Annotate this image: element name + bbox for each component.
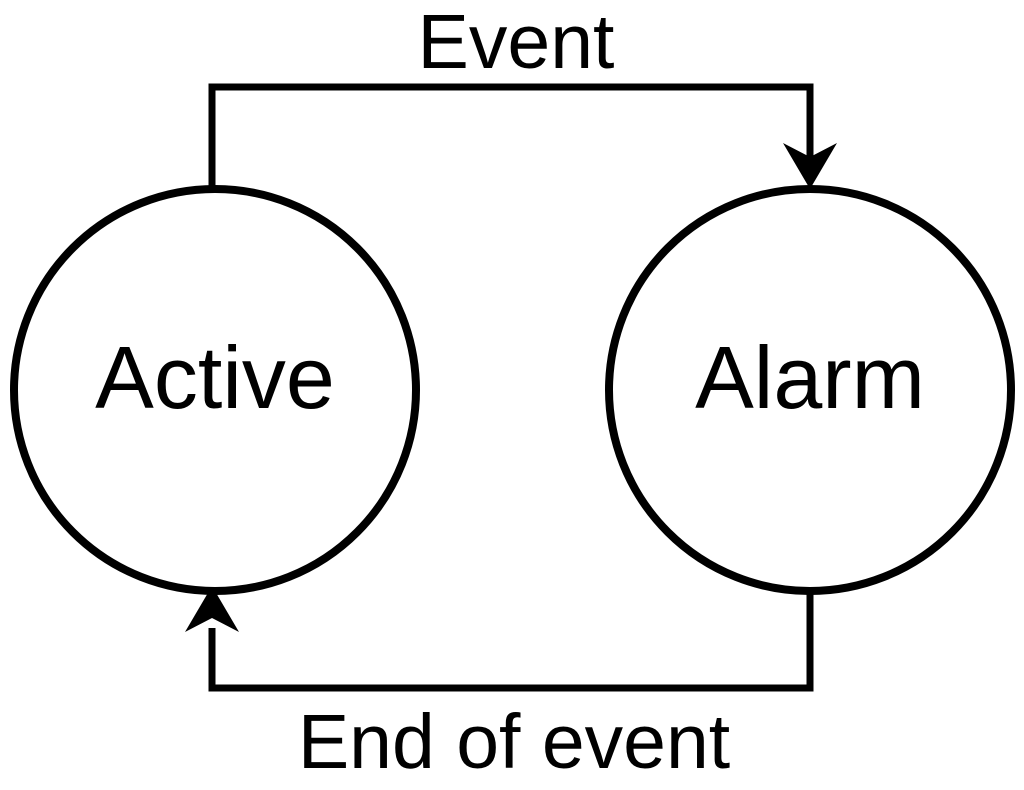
- state-active-circle: [10, 185, 420, 595]
- state-alarm-circle: [605, 185, 1015, 595]
- transition-event-line: [208, 83, 814, 189]
- arrowhead-up-icon: [185, 586, 239, 632]
- arrowhead-down-icon: [783, 143, 837, 189]
- state-alarm-label: Alarm: [695, 328, 925, 427]
- state-active-label: Active: [95, 328, 335, 427]
- transition-end-of-event-line: [208, 592, 814, 692]
- transition-event-label: Event: [418, 0, 615, 85]
- transition-end-of-event-label: End of event: [298, 699, 730, 785]
